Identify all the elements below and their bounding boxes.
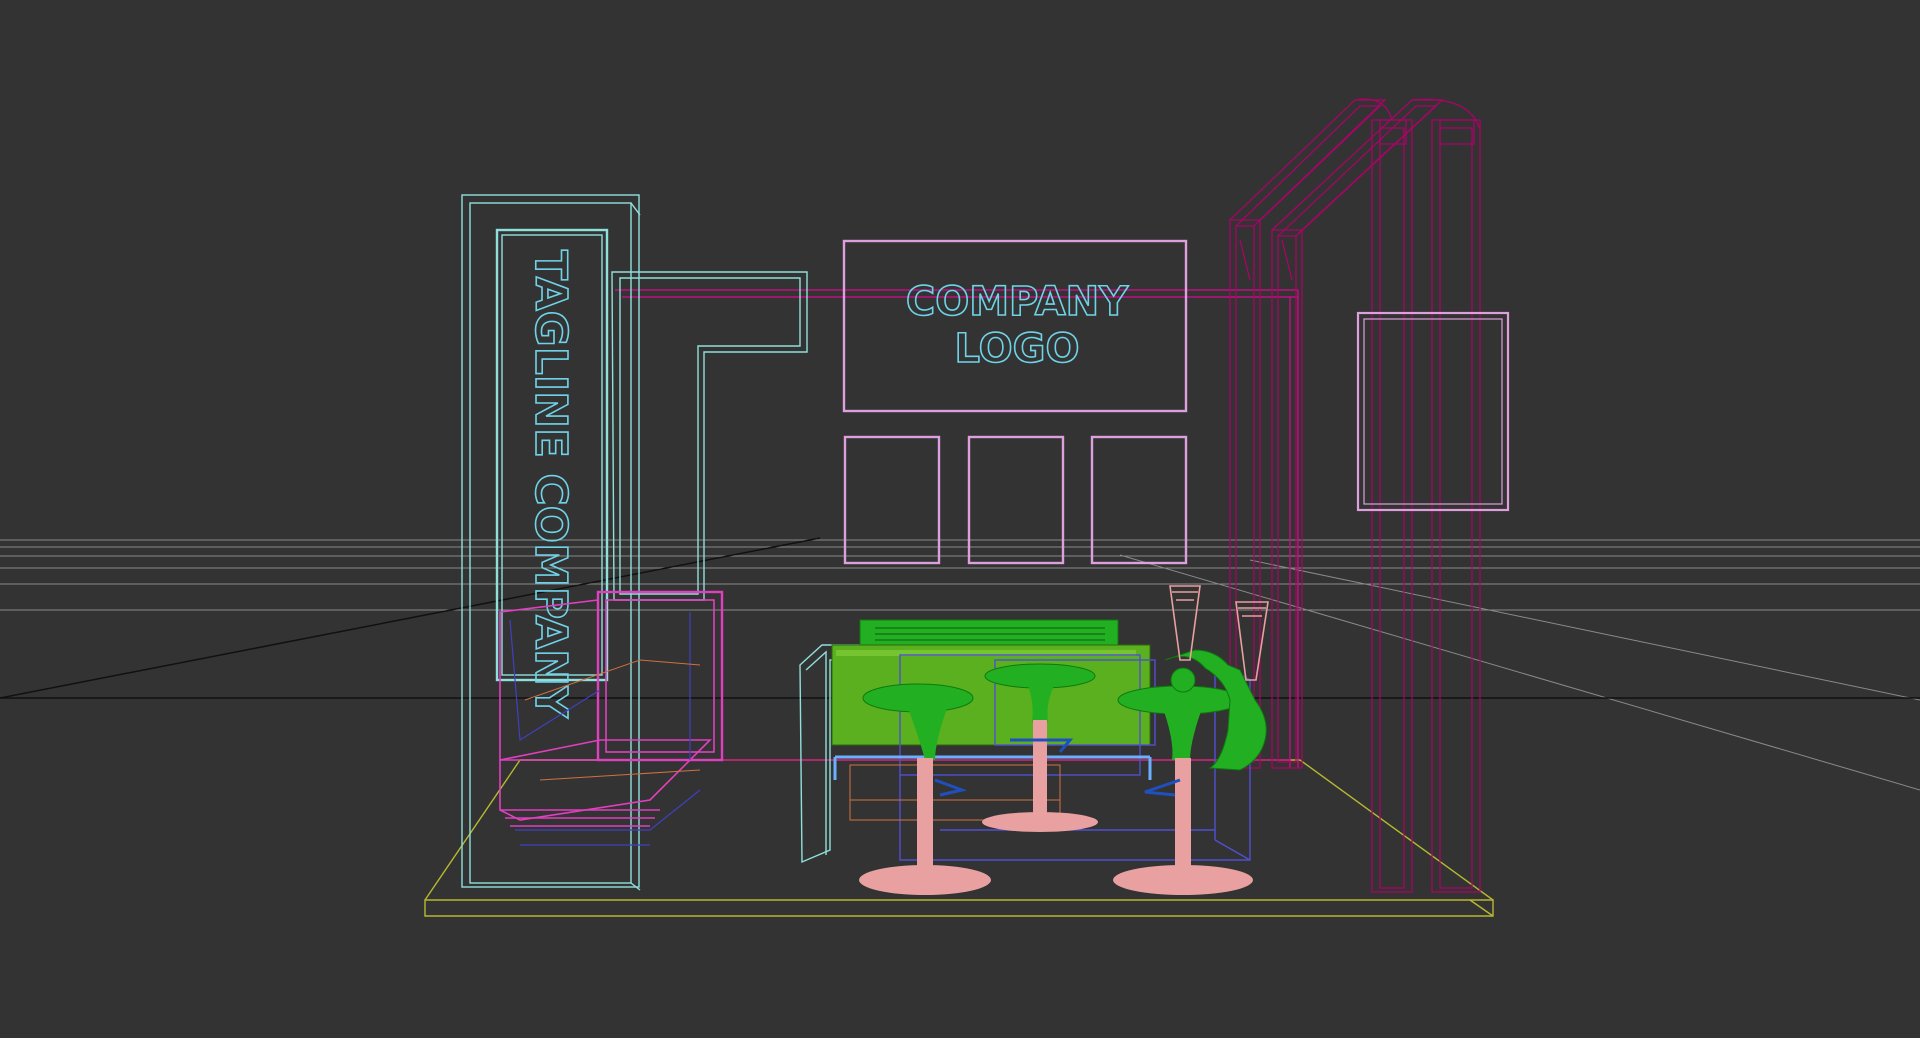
table-top-lightblue xyxy=(833,755,1152,780)
table-orange-wire xyxy=(849,764,1061,821)
bar-stool-right xyxy=(1113,685,1253,895)
green-sofa xyxy=(831,619,1151,746)
counter-inner-wire xyxy=(509,612,701,846)
truss-pillars xyxy=(1229,98,1481,893)
counter-orange-wire xyxy=(524,659,701,781)
wall-bracket xyxy=(611,271,808,601)
side-picture-frame xyxy=(1356,311,1510,512)
display-counter xyxy=(499,590,724,827)
logo-line-2: LOGO xyxy=(955,326,1080,372)
green-plant-decor xyxy=(1164,649,1267,771)
logo-line-1: COMPANY xyxy=(906,279,1129,325)
bar-stool-left xyxy=(859,683,991,895)
flower-vases xyxy=(1169,585,1269,681)
wall-panels xyxy=(843,435,1188,565)
ground-grid xyxy=(0,539,1920,791)
tagline-sign-text: TAGLINE COMPANY xyxy=(525,250,576,719)
tagline-pillar xyxy=(461,194,641,891)
logo-sign-frame xyxy=(842,239,1188,413)
bar-stool-center xyxy=(982,663,1098,832)
